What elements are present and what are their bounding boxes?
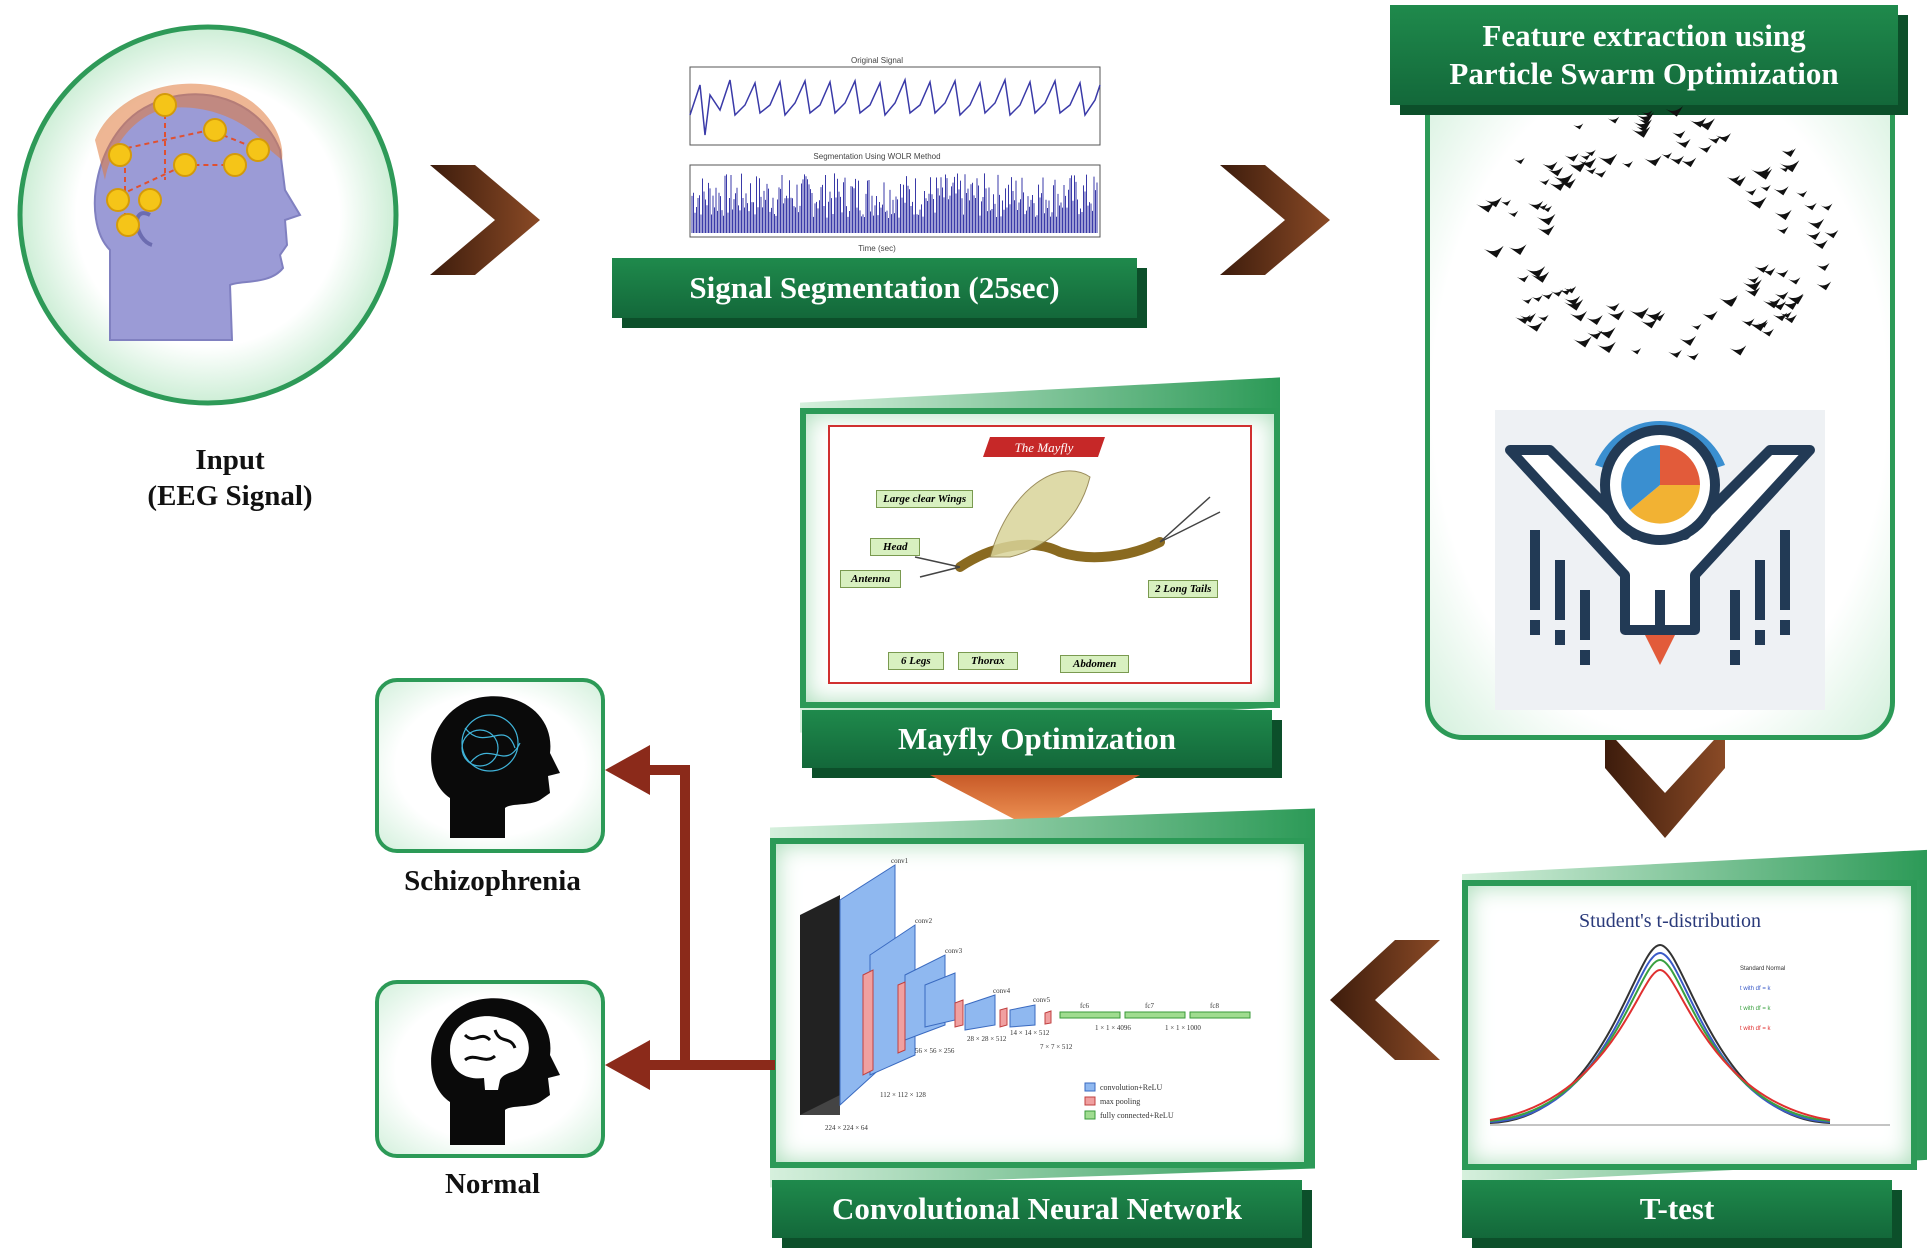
filter-funnel-icon	[1495, 410, 1825, 710]
ttest-panel	[1462, 880, 1917, 1170]
input-node	[0, 0, 420, 440]
ttest-label: T-test	[1462, 1180, 1892, 1238]
mayfly-part-label: Thorax	[958, 652, 1018, 670]
mayfly-title: The Mayfly	[1015, 440, 1074, 455]
mayfly-optimization-text: Mayfly Optimization	[897, 721, 1177, 756]
mayfly-part-label: Head	[870, 538, 921, 556]
t-legend-item: t with df = k	[1740, 1026, 1772, 1032]
mayfly-part-label: Antenna	[840, 570, 902, 588]
cnn-layer-label: conv2	[915, 917, 933, 925]
schizophrenia-head-icon	[431, 696, 560, 838]
normal-caption: Normal	[444, 1168, 541, 1200]
cnn-layer-label: fc7	[1145, 1002, 1154, 1010]
arrow-right-icon	[1220, 165, 1330, 275]
cnn-dim-label: 1 × 1 × 1000	[1165, 1024, 1201, 1032]
t-legend-item: t with df = k	[1740, 1006, 1772, 1012]
input-caption: Input (EEG Signal)	[110, 442, 350, 514]
cnn-architecture-diagram: conv1 conv2 conv3 conv4 conv5 fc6 fc7 fc…	[800, 857, 1251, 1132]
cnn-legend-item: fully connected+ReLU	[1100, 1111, 1174, 1120]
cnn-dim-label: 56 × 56 × 256	[915, 1047, 955, 1055]
plot2-xlabel: Time (sec)	[858, 244, 896, 253]
input-caption-line1: Input	[195, 444, 265, 476]
t-legend-item: t with df = k	[1740, 986, 1772, 992]
cnn-dim-label: 112 × 112 × 128	[880, 1091, 926, 1099]
arrow-right-icon	[430, 165, 540, 275]
normal-head-icon	[431, 998, 560, 1145]
mayfly-part-label: Large clear Wings	[876, 490, 974, 508]
t-distribution-chart: Student's t-distribution Standard Normal…	[1489, 910, 1890, 1126]
arrow-left-icon	[605, 1040, 650, 1090]
cnn-label-text: Convolutional Neural Network	[832, 1191, 1242, 1226]
t-legend-item: Standard Normal	[1740, 966, 1785, 972]
cnn-dim-label: 28 × 28 × 512	[967, 1035, 1007, 1043]
signal-segmentation-text: Signal Segmentation (25sec)	[689, 270, 1060, 305]
cnn-dim-label: 7 × 7 × 512	[1040, 1043, 1073, 1051]
mayfly-part-label: 6 Legs	[888, 652, 944, 670]
cnn-label: Convolutional Neural Network	[772, 1180, 1302, 1238]
cnn-legend-item: max pooling	[1100, 1097, 1140, 1106]
mayfly-part-label: Abdomen	[1060, 655, 1130, 673]
cnn-layer-label: conv3	[945, 947, 963, 955]
cnn-layer-label: fc8	[1210, 1002, 1219, 1010]
signal-plots: Original Signal Segmentation Using WOLR …	[650, 55, 1105, 255]
input-caption-line2: (EEG Signal)	[147, 480, 313, 512]
cnn-layer-label: conv4	[993, 987, 1011, 995]
plot2-title: Segmentation Using WOLR Method	[813, 152, 940, 161]
cnn-layer-label: fc6	[1080, 1002, 1089, 1010]
arrow-down-orange-icon	[930, 775, 1140, 830]
cnn-legend-item: convolution+ReLU	[1100, 1083, 1163, 1092]
arrow-left-icon	[1330, 940, 1440, 1060]
cnn-dim-label: 1 × 1 × 4096	[1095, 1024, 1131, 1032]
t-chart-title: Student's t-distribution	[1579, 910, 1761, 932]
output-arrows	[605, 745, 775, 1090]
arrow-left-icon	[605, 745, 650, 795]
feature-label-line2: Particle Swarm Optimization	[1449, 56, 1839, 91]
bird-swarm-illustration	[1476, 106, 1839, 361]
schizophrenia-caption: Schizophrenia	[404, 865, 581, 897]
feature-extraction-label: Feature extraction using Particle Swarm …	[1390, 5, 1898, 105]
feature-label-line1: Feature extraction using	[1482, 18, 1806, 53]
arrow-down-icon	[1605, 728, 1725, 838]
plot1-title: Original Signal	[851, 56, 903, 65]
ttest-label-text: T-test	[1639, 1191, 1715, 1226]
cnn-dim-label: 14 × 14 × 512	[1010, 1029, 1050, 1037]
cnn-layer-label: conv5	[1033, 996, 1051, 1004]
signal-segmentation-label: Signal Segmentation (25sec)	[612, 258, 1137, 318]
eeg-head-illustration	[17, 24, 399, 406]
mayfly-optimization-label: Mayfly Optimization	[802, 710, 1272, 768]
electrode-icons	[106, 93, 270, 237]
cnn-dim-label: 224 × 224 × 64	[825, 1124, 868, 1132]
mayfly-part-label: 2 Long Tails	[1148, 580, 1219, 598]
cnn-layer-label: conv1	[891, 857, 909, 865]
